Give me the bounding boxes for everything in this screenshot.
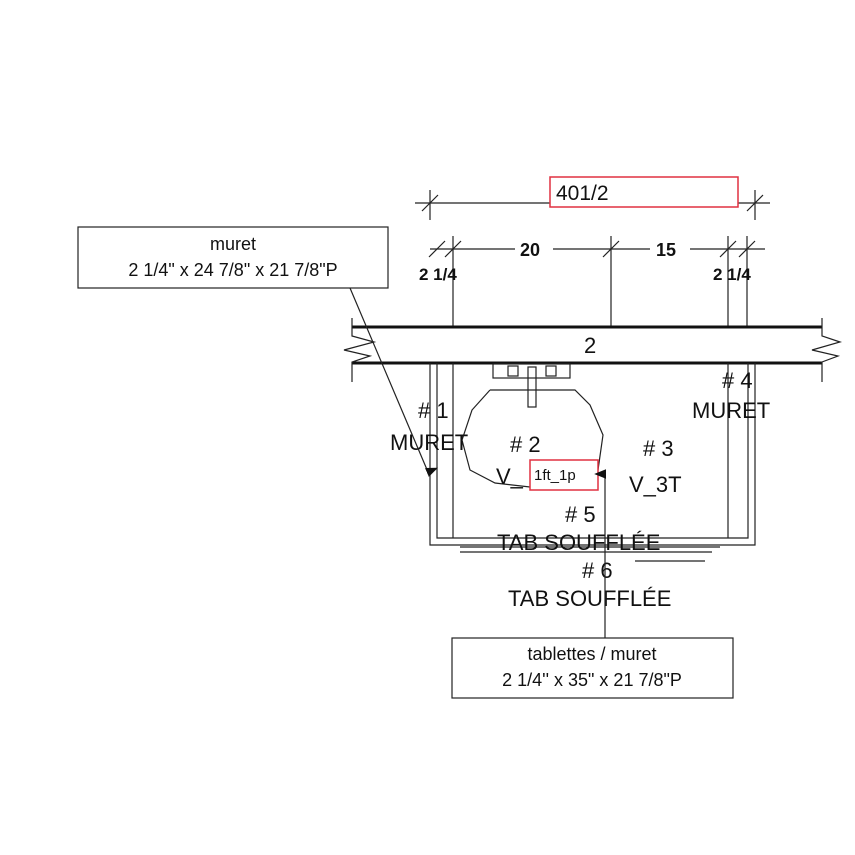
- part-1-number: # 1: [418, 398, 449, 423]
- overall-dimension-highlight[interactable]: [549, 176, 739, 208]
- tablettes-callout-title: tablettes / muret: [527, 644, 656, 664]
- muret-callout-size: 2 1/4" x 24 7/8" x 21 7/8"P: [128, 260, 337, 280]
- part-1-name: MURET: [390, 430, 468, 455]
- muret-callout: muret 2 1/4" x 24 7/8" x 21 7/8"P: [77, 226, 438, 477]
- overall-dimension: 401/2: [415, 176, 770, 220]
- part-6-number: # 6: [582, 558, 613, 583]
- segment-a-dim: 20: [520, 240, 540, 260]
- sink-bowl: [461, 389, 604, 488]
- part-5-name: TAB SOUFFLÉE: [497, 530, 660, 555]
- part-2-number: # 2: [510, 432, 541, 457]
- muret-leader-arrow: [349, 287, 438, 477]
- countertop-label: 2: [584, 333, 596, 358]
- tablettes-callout: tablettes / muret 2 1/4'' x 35" x 21 7/8…: [451, 469, 734, 699]
- tablettes-callout-size: 2 1/4'' x 35" x 21 7/8"P: [502, 670, 682, 690]
- segment-dimensions: 2 1/4 20 15 2 1/4: [419, 236, 765, 326]
- overall-dimension-value: 401/2: [556, 182, 609, 205]
- right-thickness-dim: 2 1/4: [713, 265, 751, 284]
- part-2-suffix: 1ft_1p: [534, 467, 576, 484]
- part-3-number: # 3: [643, 436, 674, 461]
- part-4-number: # 4: [722, 368, 753, 393]
- countertop: 2: [343, 318, 843, 382]
- part-6-name: TAB SOUFFLÉE: [508, 586, 671, 611]
- part-4-name: MURET: [692, 398, 770, 423]
- part-labels: # 1 MURET # 2 V_ 1ft_1p # 3 V_3T # 4 MUR…: [390, 368, 770, 611]
- segment-b-dim: 15: [656, 240, 676, 260]
- base-cabinet: [429, 363, 756, 562]
- part-3-name: V_3T: [629, 472, 682, 497]
- muret-callout-title: muret: [210, 234, 256, 254]
- part-5-number: # 5: [565, 502, 596, 527]
- left-thickness-dim: 2 1/4: [419, 265, 457, 284]
- part-2-prefix: V_: [496, 464, 524, 489]
